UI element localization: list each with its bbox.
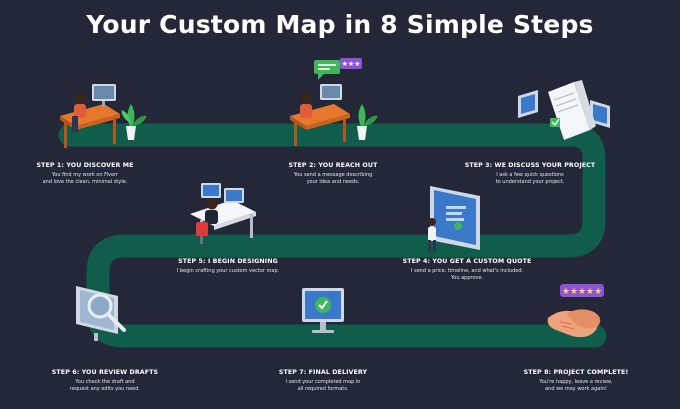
step-description: You're happy, leave a review, and we may…	[539, 379, 613, 392]
check-monitor-icon	[302, 288, 344, 333]
step-2: STEP 2: YOU REACH OUT You send a message…	[258, 162, 408, 186]
step-description: You send a message describing your idea …	[293, 172, 373, 185]
step-title: STEP 8: PROJECT COMPLETE!	[523, 369, 629, 376]
document-monitors-icon	[518, 80, 610, 140]
step-description: You find my work on Fiverr and love the …	[42, 172, 128, 185]
step-description: I begin crafting your custom vector map.	[176, 268, 280, 274]
step-description: I send a price, timeline, and what's inc…	[410, 268, 524, 281]
svg-text:★★★: ★★★	[342, 60, 361, 68]
step-description: You check the draft and request any edit…	[69, 379, 141, 392]
svg-text:★★★★★: ★★★★★	[562, 287, 602, 297]
message-desk-icon: ★★★	[290, 58, 378, 146]
quote-screen-icon	[428, 186, 480, 252]
step-title: STEP 1: YOU DISCOVER ME	[36, 162, 134, 169]
desk-workstation-icon	[60, 84, 147, 148]
page-title: Your Custom Map in 8 Simple Steps	[86, 10, 594, 39]
step-5: STEP 5: I BEGIN DESIGNING I begin crafti…	[148, 258, 308, 275]
step-1: STEP 1: YOU DISCOVER ME You find my work…	[10, 162, 160, 186]
step-title: STEP 7: FINAL DELIVERY	[278, 369, 368, 376]
magnifier-monitor-icon	[76, 286, 126, 341]
step-3: STEP 3: WE DISCUSS YOUR PROJECT I ask a …	[455, 162, 605, 186]
step-title: STEP 4: YOU GET A CUSTOM QUOTE	[402, 258, 532, 265]
step-4: STEP 4: YOU GET A CUSTOM QUOTE I send a …	[382, 258, 552, 282]
step-title: STEP 6: YOU REVIEW DRAFTS	[51, 369, 159, 376]
step-title: STEP 2: YOU REACH OUT	[288, 162, 378, 169]
step-description: I ask a few quick questions to understan…	[495, 172, 565, 185]
designer-desk-icon	[190, 183, 256, 244]
step-8: STEP 8: PROJECT COMPLETE! You're happy, …	[501, 369, 651, 393]
step-6: STEP 6: YOU REVIEW DRAFTS You check the …	[30, 369, 180, 393]
step-title: STEP 5: I BEGIN DESIGNING	[178, 258, 278, 265]
step-description: I send your completed map in all require…	[285, 379, 361, 392]
step-title: STEP 3: WE DISCUSS YOUR PROJECT	[464, 162, 596, 169]
step-7: STEP 7: FINAL DELIVERY I send your compl…	[248, 369, 398, 393]
handshake-stars-icon: ★★★★★	[547, 284, 604, 338]
